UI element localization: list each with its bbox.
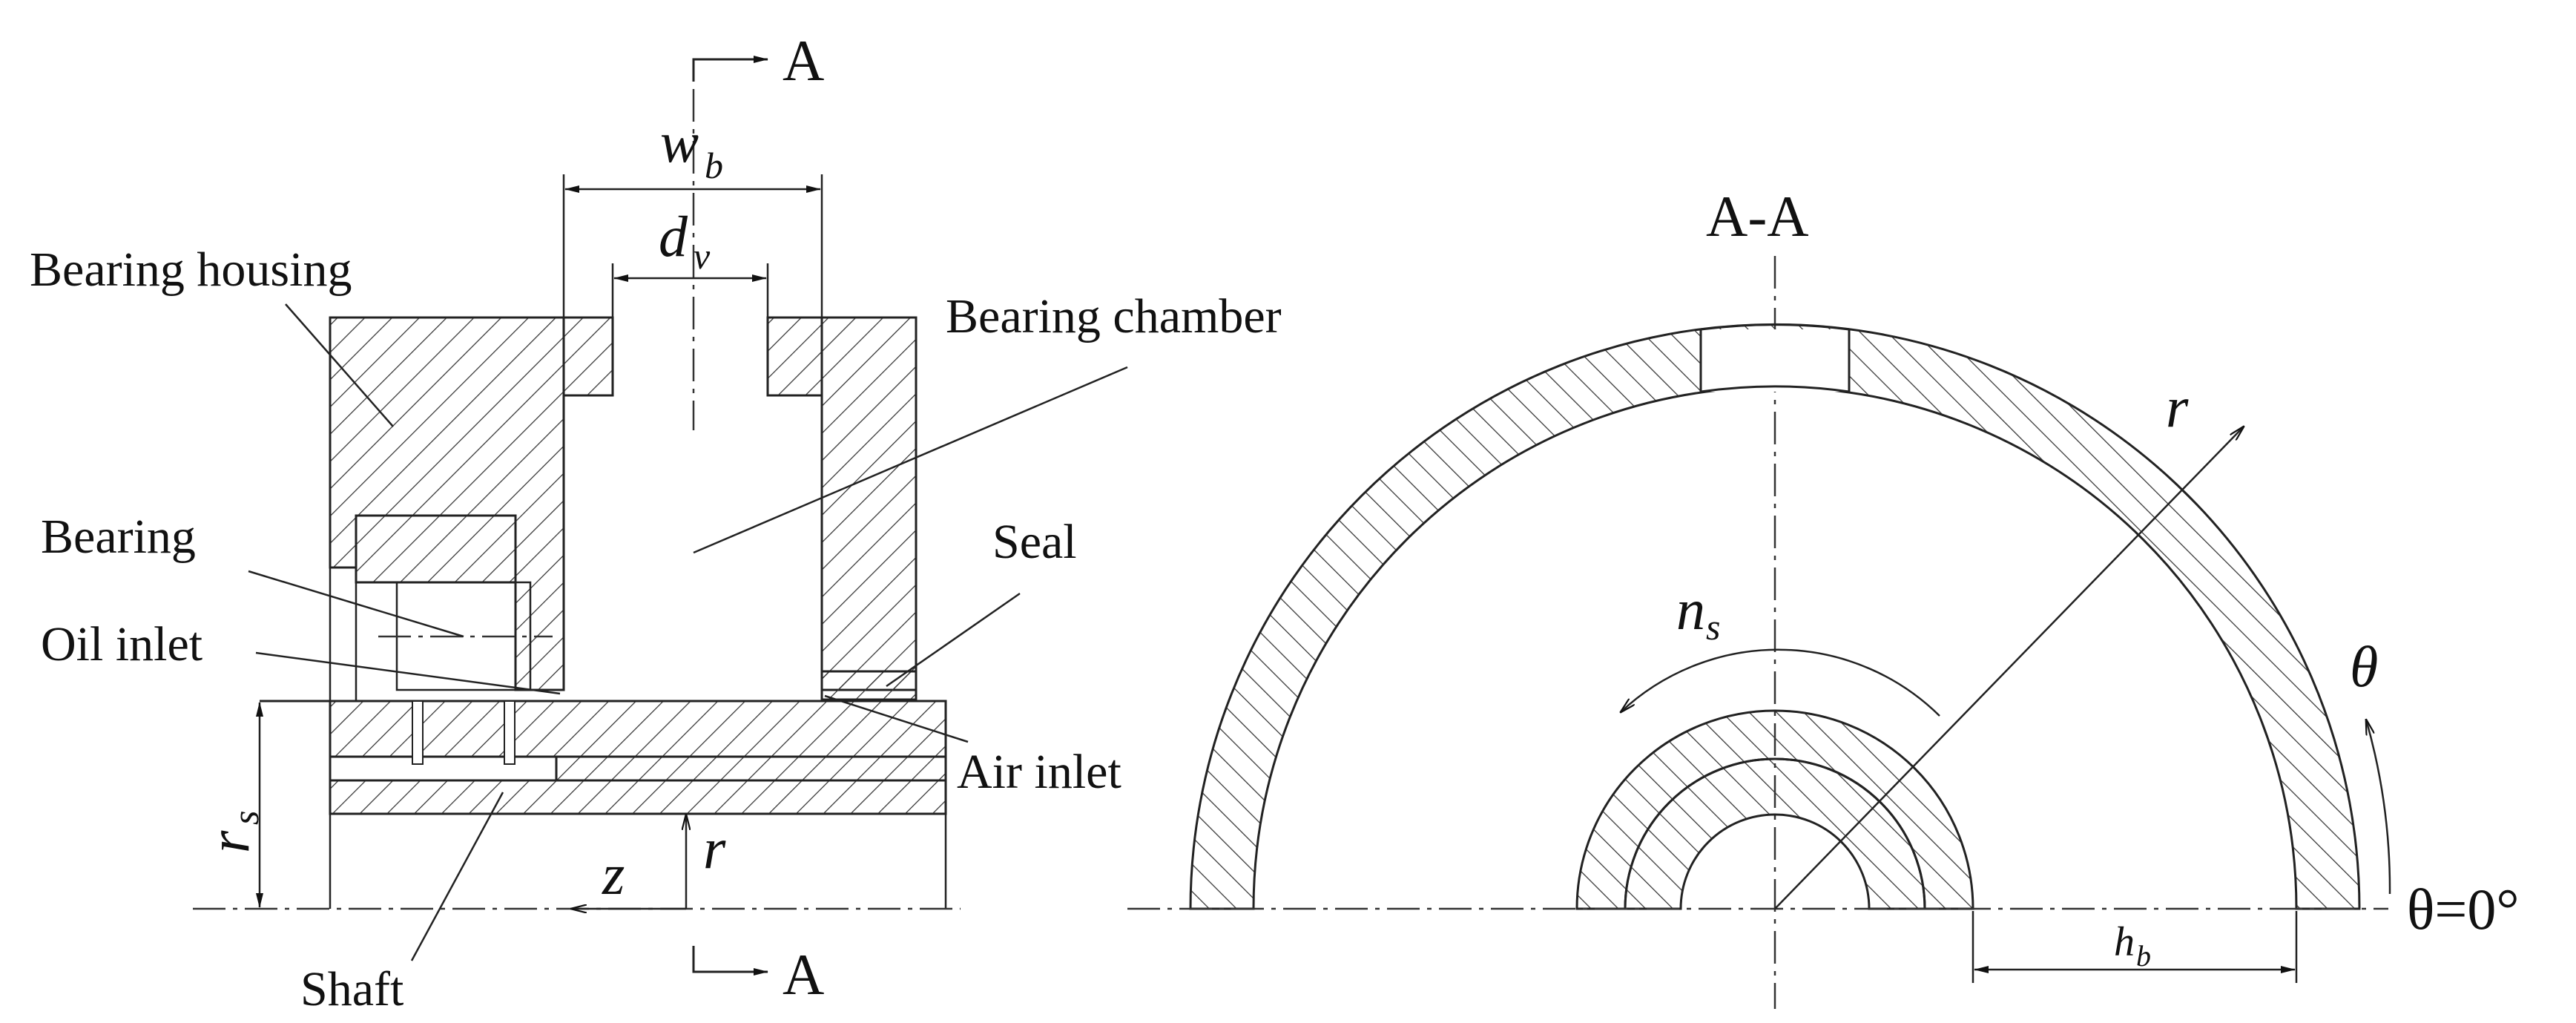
hb-subscript: b — [2136, 939, 2151, 973]
dimension-hb: h b — [1971, 911, 2298, 983]
wb-symbol: w — [660, 110, 699, 174]
seal-label: Seal — [992, 515, 1077, 569]
bearing-chamber-label: Bearing chamber — [946, 289, 1282, 343]
theta-zero-label: θ=0° — [2407, 877, 2520, 941]
bearing-housing-body — [329, 316, 918, 691]
section-label-bottom: A — [783, 942, 824, 1007]
label-bearing: Bearing — [41, 510, 464, 638]
housing-ring — [1189, 323, 2361, 910]
dv-subscript: v — [694, 235, 711, 277]
r-axis-label: r — [703, 816, 726, 881]
label-oil-inlet: Oil inlet — [41, 617, 561, 695]
nozzle-opening — [1701, 329, 1849, 392]
hb-symbol: h — [2114, 919, 2135, 965]
ns-subscript: s — [1706, 606, 1720, 648]
oil-inlet-label: Oil inlet — [41, 617, 202, 671]
shaft-sleeve — [329, 700, 947, 758]
label-bearing-chamber: Bearing chamber — [693, 289, 1282, 554]
longitudinal-section: A A w b d v — [30, 28, 1282, 1016]
coordinate-axes: z r — [571, 815, 726, 909]
rs-subscript: s — [225, 811, 266, 825]
dimension-rs: r s — [197, 702, 266, 908]
theta-label: θ — [2350, 634, 2378, 699]
rotation-arrow — [1621, 648, 1940, 717]
label-shaft: Shaft — [300, 792, 504, 1016]
air-inlet-label: Air inlet — [957, 745, 1121, 799]
dv-symbol: d — [659, 204, 688, 269]
radius-arrow — [1774, 427, 2244, 909]
section-label-top: A — [783, 28, 824, 93]
shaft-label: Shaft — [300, 962, 403, 1016]
bearing-housing-label: Bearing housing — [30, 243, 352, 297]
rs-symbol: r — [197, 830, 261, 853]
section-title: A-A — [1706, 184, 1809, 249]
label-air-inlet: Air inlet — [824, 694, 1121, 799]
cross-section-a-a: A-A r n s θ θ=0° h — [1127, 184, 2520, 1009]
section-arrow-top: A — [692, 28, 824, 93]
bearing-outer-ring — [355, 514, 517, 584]
label-bearing-housing: Bearing housing — [30, 243, 394, 427]
theta-arc — [2366, 720, 2391, 895]
oil-inlet-channel — [329, 755, 558, 782]
wb-subscript: b — [705, 145, 723, 186]
radius-label: r — [2166, 375, 2189, 439]
dimension-dv: d v — [611, 204, 769, 319]
shaft-ring — [1624, 757, 1926, 910]
label-seal: Seal — [886, 515, 1077, 688]
bearing-label: Bearing — [41, 510, 196, 564]
radial-oil-holes — [412, 700, 515, 765]
z-axis-label: z — [602, 842, 625, 907]
shaft-body — [329, 779, 947, 815]
dimension-wb: w b — [562, 110, 823, 401]
ns-symbol: n — [1676, 577, 1705, 642]
section-arrow-bottom: A — [692, 942, 824, 1007]
